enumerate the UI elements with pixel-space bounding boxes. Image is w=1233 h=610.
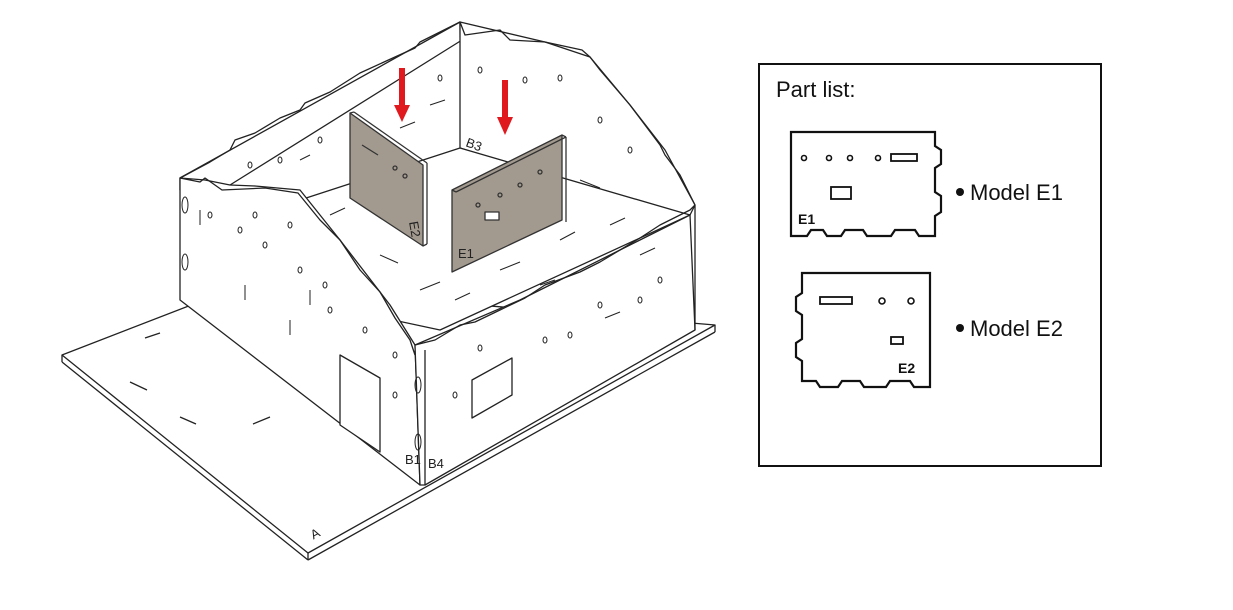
part-item-e2-label: Model E2 — [970, 316, 1063, 341]
label-b4: B4 — [428, 456, 444, 471]
part-list-panel: Part list: E1 Model E1 E2 Model E2 — [758, 63, 1102, 467]
bullet-icon — [956, 188, 964, 197]
label-b1: B1 — [405, 452, 421, 467]
wall-holes — [181, 66, 663, 451]
window — [471, 357, 513, 419]
part-e1-drawing: E1 — [789, 130, 943, 238]
part-e1-tag: E1 — [798, 211, 815, 227]
part-list-title: Part list: — [776, 77, 856, 102]
arrow-down-icon — [394, 68, 410, 122]
base-slots — [129, 332, 271, 425]
part-e1 — [451, 134, 567, 273]
insert-arrows — [394, 68, 513, 135]
part-item-e1-label: Model E1 — [970, 180, 1063, 205]
label-e1: E1 — [458, 246, 474, 261]
bullet-icon — [956, 324, 964, 333]
part-e2-drawing: E2 — [794, 271, 932, 389]
label-e2: E2 — [406, 220, 424, 238]
label-b3: B3 — [464, 135, 484, 155]
part-e2 — [349, 111, 428, 247]
part-item-e1: Model E1 — [956, 180, 1063, 206]
part-item-e2: Model E2 — [956, 316, 1063, 342]
arrow-down-icon — [497, 80, 513, 135]
door-outline — [339, 354, 381, 453]
part-e2-tag: E2 — [898, 360, 915, 376]
assembly-illustration: E2 E1 B3 B1 B4 A — [61, 21, 716, 561]
